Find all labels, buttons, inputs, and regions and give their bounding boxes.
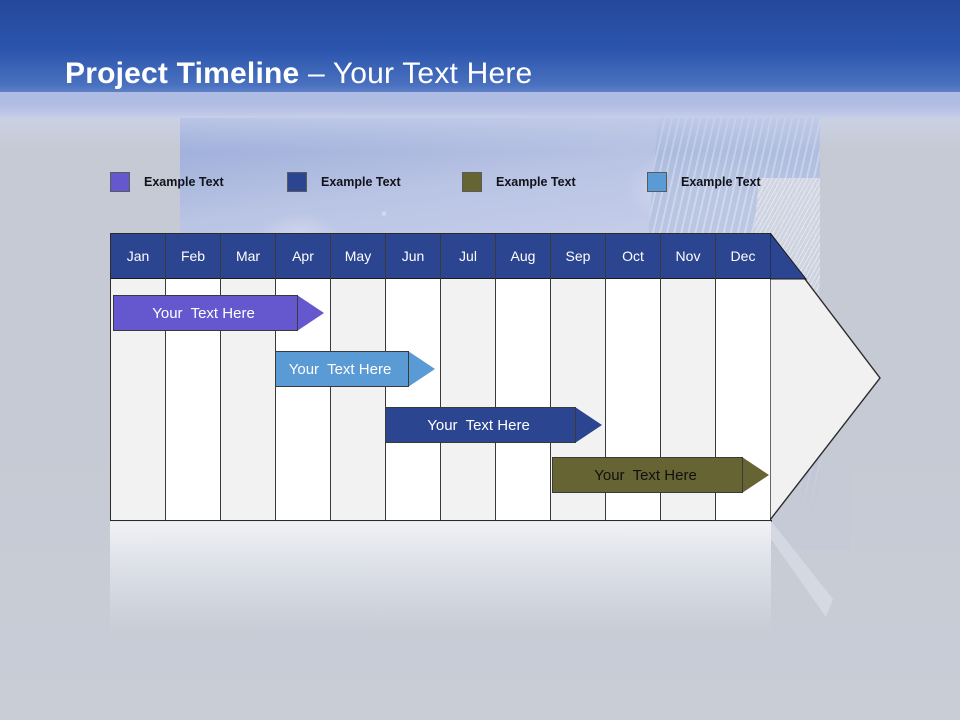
legend-item-3: Example Text [462,170,576,194]
timeline-bar-label: Your Text Here [113,295,298,331]
month-header-nov[interactable]: Nov [661,234,715,279]
timeline-bar-1[interactable]: Your Text Here [113,295,324,331]
timeline-column-jul: Jul [441,234,496,520]
timeline-column-aug: Aug [496,234,551,520]
legend-item-label: Example Text [496,175,576,189]
month-column-body [331,279,385,520]
month-header-aug[interactable]: Aug [496,234,550,279]
month-column-body [496,279,550,520]
month-header-may[interactable]: May [331,234,385,279]
arrow-reflection [771,521,833,617]
timeline-column-feb: Feb [166,234,221,520]
timeline-bar-label: Your Text Here [552,457,743,493]
legend-swatch-icon [110,172,130,192]
timeline-bar-3[interactable]: Your Text Here [385,407,602,443]
legend-item-2: Example Text [287,170,401,194]
month-column-body [441,279,495,520]
page-title: Project Timeline – Your Text Here [65,57,532,91]
month-column-body [386,279,440,520]
month-header-jan[interactable]: Jan [111,234,165,279]
timeline-bar-arrow-icon [575,407,602,443]
timeline-column-mar: Mar [221,234,276,520]
table-baseline [110,520,772,522]
timeline-column-jun: Jun [386,234,441,520]
timeline-bar-arrow-icon [408,351,435,387]
timeline-arrow-head [770,233,881,521]
legend-item-label: Example Text [144,175,224,189]
timeline-bar-4[interactable]: Your Text Here [552,457,769,493]
title-separator: – [299,57,333,90]
timeline-bar-arrow-icon [297,295,324,331]
month-header-oct[interactable]: Oct [606,234,660,279]
timeline-bar-arrow-icon [742,457,769,493]
month-header-feb[interactable]: Feb [166,234,220,279]
timeline-bar-label: Your Text Here [385,407,576,443]
title-light-text: Your Text Here [332,57,533,90]
month-header-sep[interactable]: Sep [551,234,605,279]
table-reflection [110,521,771,631]
month-header-apr[interactable]: Apr [276,234,330,279]
title-strong-text: Project Timeline [65,57,300,90]
legend-item-label: Example Text [321,175,401,189]
legend-swatch-icon [647,172,667,192]
legend-item-4: Example Text [647,170,761,194]
header-glow [0,92,960,152]
timeline-column-jan: Jan [111,234,166,520]
timeline-bar-label: Your Text Here [275,351,409,387]
month-header-jun[interactable]: Jun [386,234,440,279]
month-header-jul[interactable]: Jul [441,234,495,279]
month-header-mar[interactable]: Mar [221,234,275,279]
legend-item-1: Example Text [110,170,224,194]
month-header-dec[interactable]: Dec [716,234,770,279]
timeline-bar-2[interactable]: Your Text Here [275,351,435,387]
legend-swatch-icon [462,172,482,192]
legend-item-label: Example Text [681,175,761,189]
legend-swatch-icon [287,172,307,192]
legend: Example Text Example Text Example Text Exam… [110,170,830,196]
